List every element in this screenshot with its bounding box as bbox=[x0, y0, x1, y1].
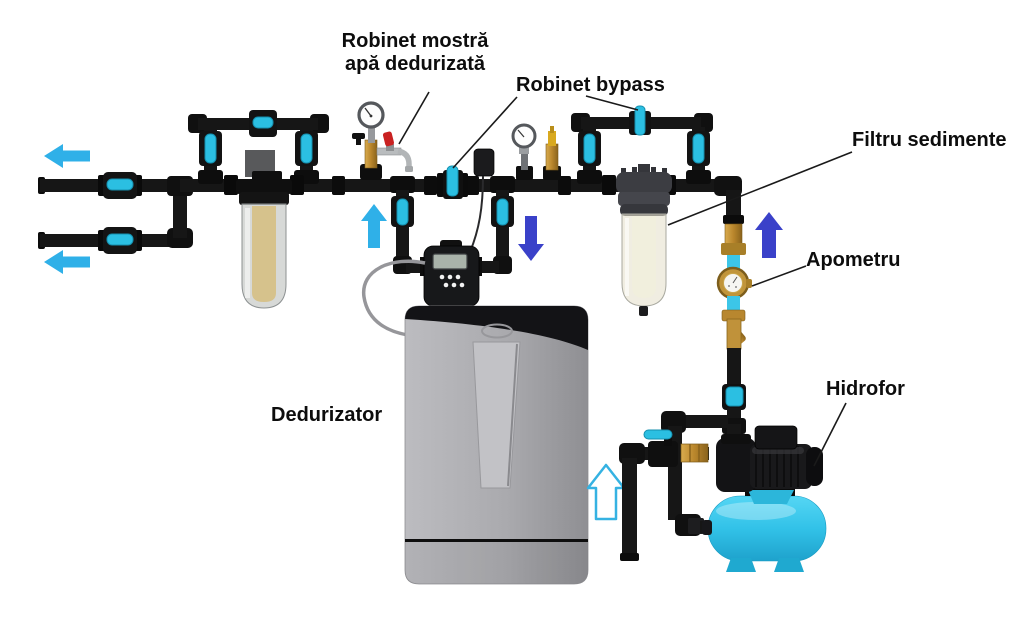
tap-spout bbox=[397, 148, 412, 168]
pipe-couplings bbox=[332, 176, 571, 195]
cabinet-bottom-line bbox=[405, 539, 588, 542]
relief-valve bbox=[543, 126, 561, 180]
booster-pump bbox=[716, 425, 823, 504]
loop1-left-valve bbox=[199, 131, 222, 166]
pump-head bbox=[716, 438, 756, 492]
pump-inlet-valve-body bbox=[648, 441, 678, 467]
loop2-top-bypass-valve bbox=[629, 105, 651, 136]
pump-inlet-valve-lever bbox=[643, 429, 673, 440]
softener-outlet-riser bbox=[479, 176, 515, 274]
flow-arrow-up-cyan bbox=[361, 204, 387, 248]
shutoff-valve-bottom-left bbox=[98, 227, 142, 254]
softener-inlet-riser bbox=[390, 176, 426, 274]
label-sample-tap: Robinet mostră apă dedurizată bbox=[333, 30, 497, 76]
softener-cabinet bbox=[404, 305, 589, 585]
pump-saddle bbox=[748, 490, 794, 504]
loop2-right-valve bbox=[687, 131, 710, 166]
tank-foot-right bbox=[774, 558, 804, 572]
leader-booster bbox=[813, 402, 847, 467]
leader-water-meter bbox=[751, 265, 807, 287]
tank-foot-left bbox=[726, 558, 756, 572]
sediment-filter bbox=[602, 164, 676, 316]
flow-arrow-left-top bbox=[44, 144, 90, 168]
cabinet-oval-indent bbox=[481, 323, 513, 339]
control-screen bbox=[432, 253, 468, 270]
gauge-shutoff-handle bbox=[352, 133, 365, 139]
sample-tap-assembly bbox=[352, 101, 413, 180]
motor-body bbox=[750, 444, 812, 489]
shutoff-valve-top-left bbox=[98, 172, 142, 199]
power-adapter bbox=[469, 148, 495, 253]
leader-bypass-b bbox=[585, 95, 639, 111]
flow-arrow-left-bottom bbox=[44, 250, 90, 274]
filter-media bbox=[252, 206, 276, 302]
main-bypass-valve bbox=[437, 165, 468, 199]
label-water-meter: Apometru bbox=[806, 249, 901, 271]
label-sample-tap-line2: apă dedurizată bbox=[344, 53, 486, 75]
water-meter bbox=[716, 266, 752, 300]
label-sample-tap-line1: Robinet mostră bbox=[341, 30, 489, 52]
carbon-prefilter bbox=[224, 150, 304, 309]
terminal-box bbox=[754, 425, 798, 450]
pressure-gauge-2 bbox=[511, 123, 537, 149]
leader-sediment-filter bbox=[667, 151, 853, 226]
control-buttons bbox=[439, 274, 465, 288]
flow-arrow-up-blue bbox=[755, 212, 783, 258]
loop1-top-valve bbox=[249, 110, 277, 137]
label-sediment-filter: Filtru sedimente bbox=[852, 129, 1007, 151]
softener-control-valve bbox=[420, 240, 482, 307]
flow-arrow-up-outline bbox=[586, 463, 626, 521]
brass-union bbox=[680, 443, 709, 463]
filter-cartridge bbox=[632, 216, 656, 298]
loop1-right-valve bbox=[295, 131, 318, 166]
pressure-gauge-2-assembly bbox=[511, 123, 537, 180]
tap-red-handle bbox=[382, 131, 395, 147]
leader-lines bbox=[398, 91, 853, 467]
power-cable bbox=[469, 175, 484, 253]
filter-drain bbox=[639, 306, 648, 316]
label-softener: Dedurizator bbox=[271, 404, 383, 426]
softener-drain-tube bbox=[362, 259, 426, 337]
flow-arrow-down-blue bbox=[518, 216, 544, 261]
leader-sample-tap bbox=[398, 91, 430, 145]
leader-bypass-a bbox=[452, 96, 518, 169]
loop2-left-valve bbox=[578, 131, 601, 166]
label-bypass: Robinet bypass bbox=[516, 74, 665, 96]
booster-pipework bbox=[619, 411, 746, 561]
check-valve-assembly bbox=[721, 296, 746, 386]
cabinet-slot bbox=[472, 341, 521, 489]
pressure-tank bbox=[702, 495, 827, 572]
cabinet-lid-band bbox=[405, 306, 588, 350]
label-booster: Hidrofor bbox=[826, 378, 905, 400]
right-downpipe bbox=[714, 176, 746, 271]
